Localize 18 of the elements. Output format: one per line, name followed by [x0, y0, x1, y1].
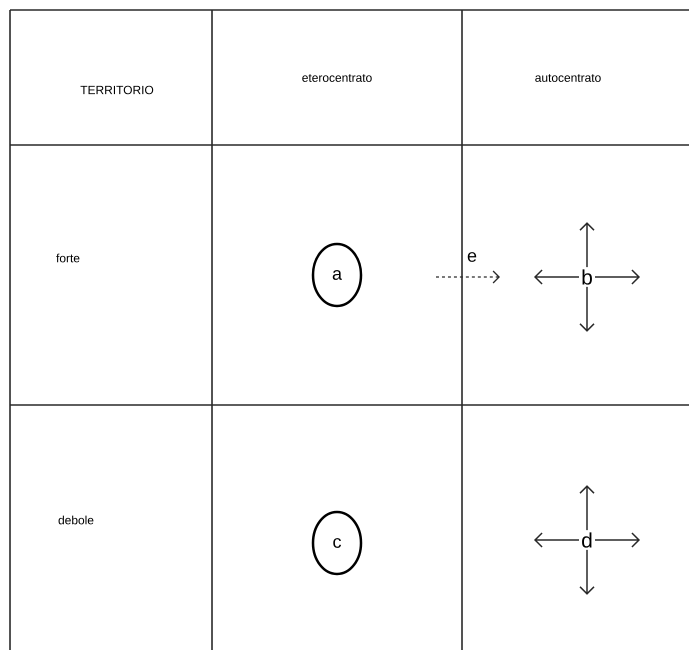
- letter: e: [466, 251, 478, 263]
- row-label: debole: [58, 516, 94, 524]
- table-header: TERRITORIO: [80, 86, 154, 94]
- arrow: [534, 269, 579, 285]
- arrow: [579, 485, 595, 530]
- arrow: [579, 286, 595, 332]
- arrow: [595, 532, 640, 548]
- table-header: autocentrato: [535, 74, 601, 82]
- arrow: [579, 550, 595, 595]
- letter: b: [582, 269, 592, 285]
- arrow: [595, 269, 640, 285]
- oval: a: [312, 242, 362, 308]
- letter: d: [582, 532, 592, 548]
- table-header: eterocentrato: [302, 74, 372, 82]
- oval: c: [312, 510, 362, 576]
- arrow: [534, 532, 579, 548]
- arrow: [579, 222, 595, 268]
- row-label: forte: [56, 254, 80, 262]
